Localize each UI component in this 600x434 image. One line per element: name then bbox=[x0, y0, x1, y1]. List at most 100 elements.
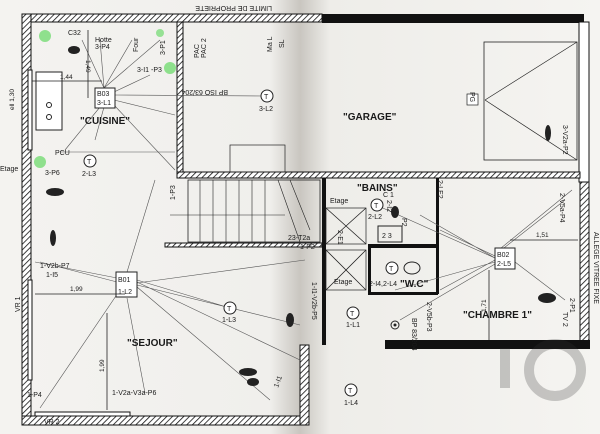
garage-door-motor bbox=[466, 93, 479, 106]
label-3-p1: 3-P1 bbox=[160, 40, 167, 55]
light-2-L4: T bbox=[385, 261, 399, 275]
label-pac: PAC bbox=[194, 44, 201, 58]
marker-blot bbox=[247, 378, 259, 386]
annotation-marks bbox=[34, 29, 556, 386]
box-id: B01 bbox=[118, 277, 131, 284]
label-3-p6: 3-P6 bbox=[45, 170, 60, 177]
svg-text:1,71: 1,71 bbox=[481, 299, 488, 312]
wall-bottom bbox=[21, 415, 308, 426]
circuit-labels: C32 Hotte 3-P4 Four 3-P1 3-I1 -P3 PAC PA… bbox=[0, 30, 599, 426]
svg-text:2-L3: 2-L3 bbox=[82, 171, 96, 178]
wall-kitchen-window bbox=[27, 69, 33, 151]
marker-blot bbox=[545, 125, 551, 141]
wall-garage-bottom bbox=[176, 171, 581, 179]
wall-stair-bottom bbox=[164, 242, 323, 248]
wall-sejour-window bbox=[27, 279, 33, 381]
green-highlight bbox=[34, 156, 46, 168]
svg-text:1-L3: 1-L3 bbox=[222, 317, 236, 324]
wall-wc-left bbox=[368, 244, 371, 294]
label-pac2: PAC 2 bbox=[201, 38, 208, 58]
label-2-e1: 2-E1 bbox=[336, 230, 343, 245]
room-sejour: "SEJOUR" bbox=[127, 338, 178, 349]
svg-text:T: T bbox=[227, 306, 232, 313]
marker-blot bbox=[286, 313, 294, 327]
svg-text:3-L2: 3-L2 bbox=[259, 106, 273, 113]
label-3-p4: 3-P4 bbox=[95, 44, 110, 51]
junction-box-b03: B03 3-L1 bbox=[94, 87, 116, 109]
wall-bottom-window bbox=[34, 411, 131, 417]
dimensions: 1,44 1,49 ell 1,30 1,99 1,99 1,51 1,71 bbox=[9, 30, 578, 410]
label-2-v5b-p3: 2-V5b-P3 bbox=[425, 302, 432, 332]
svg-text:ell 1,30: ell 1,30 bbox=[9, 89, 16, 110]
kitchen-sink bbox=[35, 71, 63, 131]
label-1-v2a-v3a-p6: 1-V2a-V3a-P6 bbox=[112, 390, 156, 397]
staircase bbox=[170, 144, 321, 243]
svg-text:1,49: 1,49 bbox=[84, 60, 91, 73]
marker-blot bbox=[50, 230, 56, 246]
logo-watermark bbox=[500, 339, 586, 401]
box-circuit: 2-L5 bbox=[497, 261, 511, 268]
wall-kitchen-garage bbox=[176, 21, 184, 175]
room-cuisine: "CUISINE" bbox=[80, 116, 130, 127]
pg-label: PG bbox=[468, 92, 475, 102]
svg-text:T: T bbox=[87, 159, 92, 166]
light-1-L1: T1-L1 bbox=[346, 306, 360, 329]
vmc-outlet bbox=[390, 320, 400, 330]
label-pcu: PCU bbox=[55, 150, 70, 157]
wall-right-chambre bbox=[579, 181, 590, 348]
wall-bains-right bbox=[436, 178, 439, 294]
label-sl: SL bbox=[279, 39, 286, 48]
label-etage-left: Etage bbox=[0, 166, 18, 173]
label-23-t2a: 23-T2a bbox=[288, 235, 310, 242]
marker-blot bbox=[391, 206, 399, 218]
label-four: Four bbox=[133, 37, 140, 52]
label-p2: P2 bbox=[400, 218, 407, 227]
svg-text:2-L2: 2-L2 bbox=[368, 214, 382, 221]
label-1-p4: 1-P4 bbox=[27, 392, 42, 399]
wall-bains-left bbox=[322, 178, 326, 345]
marker-blot bbox=[68, 46, 80, 54]
wall-top-left bbox=[21, 13, 323, 23]
label-1-p2: 1-P2 bbox=[300, 244, 315, 251]
label-vr2: VR 2 bbox=[44, 419, 60, 426]
green-highlight bbox=[39, 30, 51, 42]
green-highlight bbox=[156, 29, 164, 37]
light-3-L2: T3-L2 bbox=[259, 89, 274, 113]
washbasin bbox=[377, 225, 403, 243]
label-bp-iso: BP ISO 63/204 bbox=[181, 88, 228, 95]
room-bains: "BAINS" bbox=[357, 183, 398, 194]
label-c32: C32 bbox=[68, 30, 81, 37]
label-2-p1: 2-P1 bbox=[568, 298, 575, 313]
green-highlight bbox=[164, 62, 176, 74]
junction-box-b01: B01 1-L2 bbox=[115, 271, 138, 298]
label-2-i4-2-l4: 2-I4,2-L4 bbox=[369, 281, 397, 288]
label-1-i5: 1-I5 bbox=[46, 272, 58, 279]
svg-text:1,99: 1,99 bbox=[99, 359, 106, 372]
wall-wc bbox=[368, 244, 438, 248]
svg-text:T: T bbox=[389, 266, 394, 273]
label-hotte: Hotte bbox=[95, 37, 112, 44]
room-wc: "W.C" bbox=[400, 279, 429, 290]
svg-text:T: T bbox=[348, 388, 353, 395]
label-mal: Ma L bbox=[267, 36, 274, 52]
label-allege: ALLEGE VITREE FIXE bbox=[592, 232, 599, 304]
label-etage-wc: Etage bbox=[334, 279, 352, 286]
marker-blot bbox=[538, 293, 556, 303]
svg-text:1,51: 1,51 bbox=[536, 232, 549, 239]
wiring bbox=[34, 39, 573, 409]
wall-wc-bottom bbox=[368, 292, 438, 295]
svg-text:T: T bbox=[350, 311, 355, 318]
walls bbox=[21, 13, 590, 426]
label-1-p3: 1-P3 bbox=[170, 185, 177, 200]
label-c1: C 1 bbox=[383, 192, 394, 199]
light-1-L3: T 1-L3 bbox=[222, 301, 237, 324]
property-limit-label: LIMITE DE PROPRIETE bbox=[195, 4, 272, 11]
label-1-v2b-p7: 1-V2b-P7 bbox=[40, 263, 70, 270]
label-bp-83: BP 83/204 bbox=[410, 318, 417, 351]
light-1-L4: T1-L4 bbox=[344, 383, 358, 407]
light-2-L2: T2-L2 bbox=[368, 198, 384, 221]
room-garage: "GARAGE" bbox=[343, 112, 397, 123]
toilet bbox=[403, 261, 421, 275]
box-id: B03 bbox=[97, 91, 110, 98]
